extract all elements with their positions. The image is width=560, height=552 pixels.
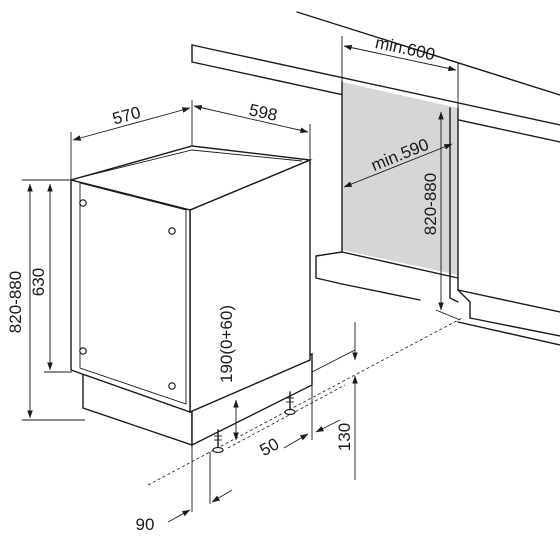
dim-plinth-depth-label: 90 [136, 515, 155, 534]
dishwasher-front-door [70, 179, 191, 413]
dim-body-height: 630 [29, 183, 72, 373]
worktop-band [191, 44, 560, 126]
dim-appliance-height-label: 820-880 [6, 271, 25, 333]
niche-left-panel [315, 81, 343, 285]
dim-body-height-label: 630 [29, 268, 48, 296]
dim-plinth-height-label: 190(0+60) [217, 305, 236, 383]
dim-niche-height: 820-880 [421, 111, 461, 321]
floor-guides [147, 317, 463, 486]
mount-hole-top-right [168, 227, 176, 235]
dim-plinth-panel-label: 130 [335, 423, 354, 451]
niche-right-plinth [457, 289, 560, 337]
dim-niche-height-label: 820-880 [421, 173, 440, 235]
mount-hole-bottom-right [168, 382, 176, 390]
dim-plinth-depth: 90 [136, 445, 233, 534]
mount-hole-bottom-left [79, 347, 87, 355]
adjustable-foot-rear [284, 391, 296, 416]
dim-foot-offset-label: 50 [257, 434, 283, 460]
dim-plinth-height: 190(0+60) [217, 305, 239, 441]
niche-plinth [341, 283, 421, 301]
adjustable-foot-front [212, 429, 224, 454]
niche-right-floor [457, 321, 560, 346]
dim-width-label: 598 [247, 100, 279, 124]
dim-plinth-panel: 130 [311, 322, 358, 480]
dim-appliance-height: 820-880 [6, 179, 85, 421]
dim-depth-label: 570 [110, 103, 142, 129]
mount-hole-top-left [79, 199, 87, 207]
dishwasher [68, 145, 313, 454]
